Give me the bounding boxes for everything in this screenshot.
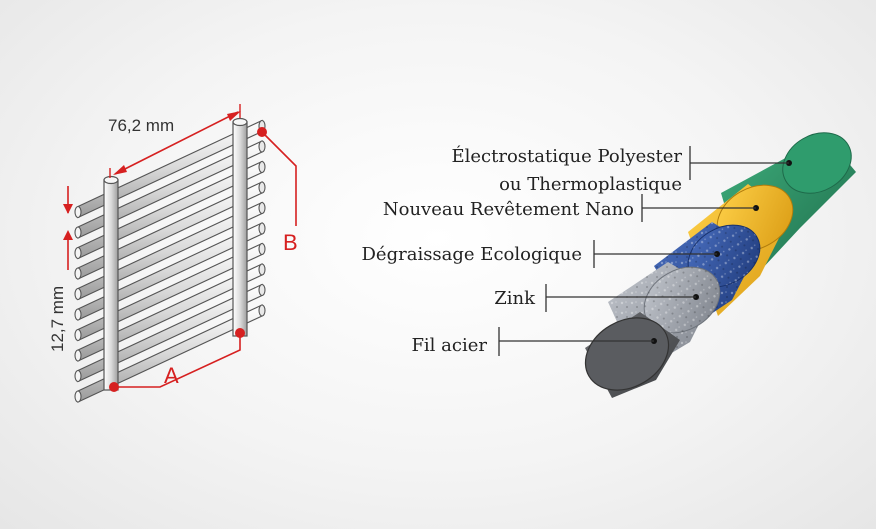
label-degreasing: Dégraissage Ecologique [362,240,717,268]
dimension-a-letter: A [164,363,179,388]
label-nano: Nouveau Revêtement Nano [383,194,756,222]
width-label: 76,2 mm [108,116,174,135]
horizontal-rod [74,201,266,301]
layer-labels: Électrostatique Polyester ou Thermoplast… [362,144,789,356]
coated-wire-cross-section [584,132,856,398]
horizontal-rod [74,222,266,321]
horizontal-rod [74,140,266,239]
horizontal-rod [74,263,266,362]
horizontal-rod [74,181,266,280]
label-zinc-text: Zink [494,288,536,309]
layer-steel-core [584,312,680,398]
spacing-dimension: 12,7 mm [48,186,73,352]
label-nano-text: Nouveau Revêtement Nano [383,199,634,220]
horizontal-rod [74,304,266,403]
right-vertical-post [232,117,248,337]
horizontal-rod [74,160,266,260]
dimension-b: B [257,127,298,255]
label-zinc: Zink [494,284,696,312]
label-steel-text: Fil acier [411,335,487,356]
label-steel: Fil acier [411,327,654,356]
dimension-b-letter: B [283,230,298,255]
left-vertical-post [103,175,119,391]
horizontal-rod [74,242,266,342]
wire-mesh-drawing: 76,2 mm 12,7 mm A B [48,104,298,403]
label-polyester-line2: ou Thermoplastique [499,174,682,195]
dimension-a: A [109,328,245,392]
spacing-label: 12,7 mm [48,286,67,352]
label-polyester-line1: Électrostatique Polyester [451,144,682,167]
label-polyester: Électrostatique Polyester ou Thermoplast… [451,144,789,195]
horizontal-rod [74,283,266,383]
label-degreasing-text: Dégraissage Ecologique [362,244,583,265]
horizontal-rods [74,119,266,403]
width-dimension: 76,2 mm [108,104,241,178]
